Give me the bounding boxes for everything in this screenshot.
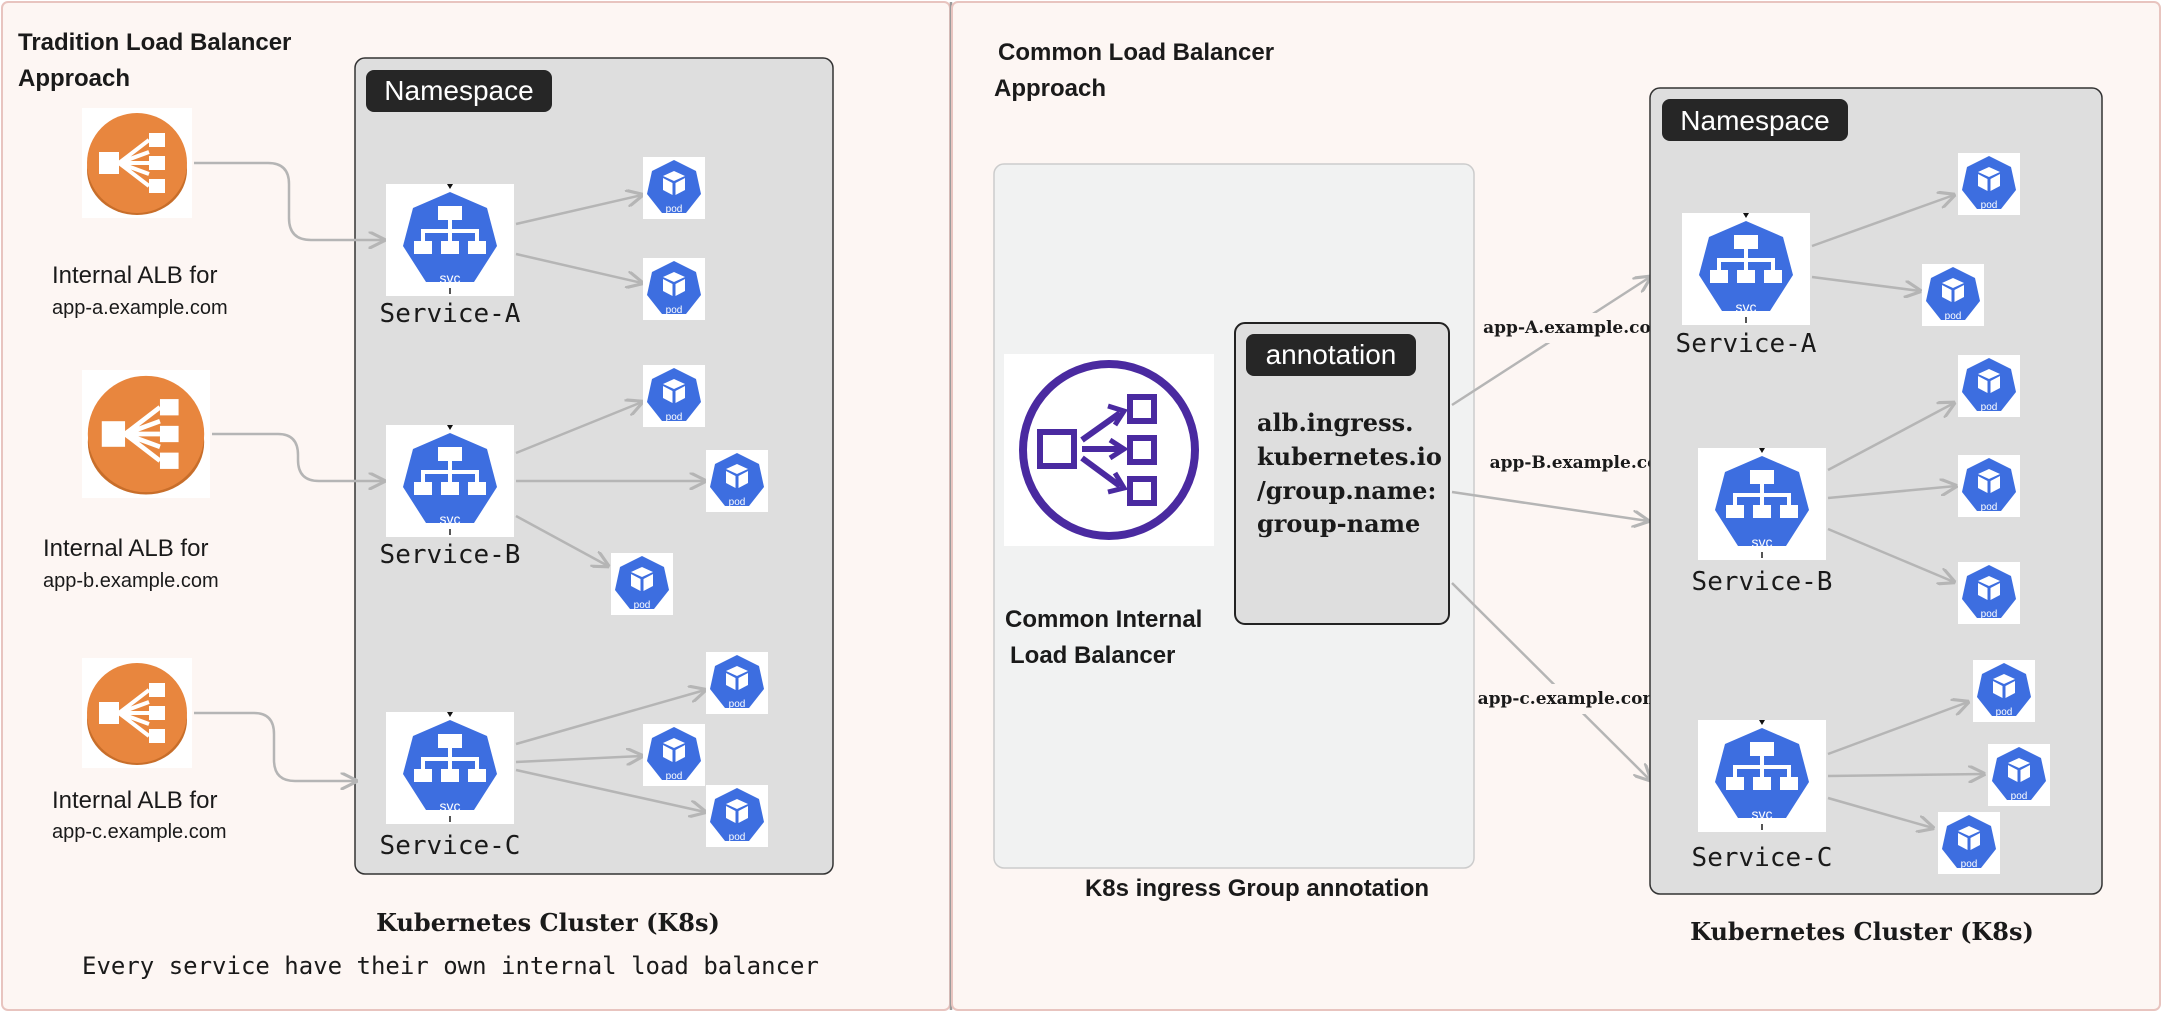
- annotation-line: group-name: [1257, 509, 1420, 538]
- pod-text: pod: [634, 600, 651, 611]
- common-lb-label-line1: Common Internal: [1005, 606, 1202, 633]
- pod-text: pod: [1981, 502, 1998, 513]
- pod-text: pod: [1981, 609, 1998, 620]
- svc-text: svc: [1752, 534, 1773, 550]
- right-service-a-label: Service-A: [1676, 329, 1817, 359]
- right-connectors: [1811, 195, 1984, 828]
- left-service-c-label: Service-C: [380, 831, 521, 861]
- alb-b-label-line2: app-b.example.com: [43, 570, 219, 592]
- pod-text: pod: [666, 412, 683, 423]
- left-cluster-label: Kubernetes Cluster (K8s): [376, 908, 720, 937]
- right-service-c-label: Service-C: [1692, 843, 1833, 873]
- right-title-line2: Approach: [994, 75, 1106, 102]
- svc-text: svc: [1736, 299, 1757, 315]
- route-label-c: app-c.example.com: [1478, 689, 1661, 709]
- right-pods: pod pod pod pod pod pod pod pod: [1922, 153, 2050, 874]
- annotation-line: kubernetes.io: [1257, 442, 1442, 471]
- annotation-box: [1234, 322, 1450, 625]
- pod-text: pod: [1961, 859, 1978, 870]
- annotation-tag: [1246, 334, 1416, 376]
- common-lb-label-line2: Load Balancer: [1010, 642, 1175, 669]
- left-panel: Tradition Load Balancer Approach Namespa…: [1, 1, 951, 1011]
- left-connectors: [194, 161, 705, 812]
- left-footer: Every service have their own internal lo…: [82, 952, 819, 980]
- right-title-line1: Common Load Balancer: [998, 39, 1274, 66]
- svc-text: svc: [440, 798, 461, 814]
- alb-c-label-line1: Internal ALB for: [52, 787, 217, 814]
- alb-icon: [82, 658, 192, 768]
- right-panel: Common Load Balancer Approach Common Int…: [951, 1, 2161, 1011]
- annotation-line: alb.ingress.: [1257, 408, 1413, 437]
- route-label-b: app-B.example.com: [1490, 453, 1677, 473]
- right-namespace-tag: [1662, 99, 1848, 141]
- pod-text: pod: [666, 204, 683, 215]
- pod-text: pod: [1981, 402, 1998, 413]
- left-title-line1: Tradition Load Balancer: [18, 29, 291, 56]
- alb-b-label-line1: Internal ALB for: [43, 535, 208, 562]
- svc-text: svc: [440, 270, 461, 286]
- pod-text: pod: [729, 497, 746, 508]
- left-namespace-label: Namespace: [384, 75, 533, 106]
- pod-text: pod: [666, 305, 683, 316]
- alb-c-label-line2: app-c.example.com: [52, 821, 227, 843]
- alb-a-label-line2: app-a.example.com: [52, 297, 228, 319]
- alb-icon: [82, 370, 210, 498]
- left-namespace-tag: [366, 70, 552, 112]
- elastic-load-balancing-icon: [1004, 354, 1214, 546]
- pod-text: pod: [1996, 707, 2013, 718]
- route-label-a: app-A.example.com: [1483, 318, 1669, 338]
- annotation-line: /group.name:: [1257, 476, 1436, 505]
- svc-text: svc: [440, 511, 461, 527]
- alb-a-label-line1: Internal ALB for: [52, 262, 217, 289]
- left-service-b-label: Service-B: [380, 540, 521, 570]
- left-title-line2: Approach: [18, 65, 130, 92]
- pod-text: pod: [2011, 791, 2028, 802]
- alb-icon: [82, 108, 192, 218]
- svc-text: svc: [1752, 806, 1773, 822]
- pod-text: pod: [729, 699, 746, 710]
- right-namespace-label: Namespace: [1680, 105, 1829, 136]
- right-routes: [1451, 277, 1670, 780]
- left-service-a-label: Service-A: [380, 299, 521, 329]
- right-service-b-label: Service-B: [1692, 567, 1833, 597]
- pod-text: pod: [666, 771, 683, 782]
- pod-text: pod: [1981, 200, 1998, 211]
- pod-text: pod: [1945, 311, 1962, 322]
- right-cluster-label: Kubernetes Cluster (K8s): [1690, 917, 2034, 946]
- ingress-caption: K8s ingress Group annotation: [1085, 875, 1429, 902]
- left-pods: pod pod pod pod pod pod pod pod: [611, 157, 768, 847]
- pod-text: pod: [729, 832, 746, 843]
- annotation-tag-label: annotation: [1266, 339, 1397, 370]
